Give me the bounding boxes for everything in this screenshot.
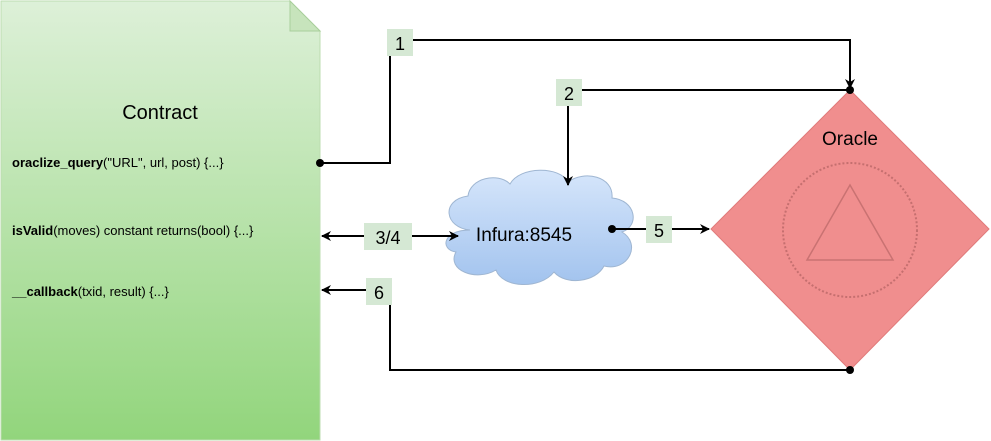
svg-text:2: 2 — [564, 84, 574, 104]
step-label-2: 2 — [556, 79, 582, 106]
connector-step-6 — [321, 285, 850, 371]
step-label-1: 1 — [387, 29, 413, 56]
dot-oracle-top — [846, 86, 854, 94]
method-signature: ("URL", url, post) {...} — [103, 155, 224, 170]
svg-text:3/4: 3/4 — [375, 228, 400, 248]
method-oraclize-query: oraclize_query("URL", url, post) {...} — [12, 155, 224, 170]
triangle-in-circle-icon — [782, 162, 918, 298]
dot-oracle-bottom — [846, 366, 854, 374]
dot-infura-right — [608, 225, 616, 233]
connector-step-1 — [320, 39, 855, 164]
method-signature: (moves) constant returns(bool) {...} — [53, 223, 254, 238]
infura-node: Infura:8545 — [445, 169, 634, 285]
dot-contract-query — [316, 159, 324, 167]
method-name: isValid — [12, 223, 53, 238]
method-name: oraclize_query — [12, 155, 104, 170]
svg-text:5: 5 — [654, 221, 664, 241]
method-is-valid: isValid(moves) constant returns(bool) {.… — [12, 223, 254, 238]
svg-text:1: 1 — [395, 34, 405, 54]
infura-label: Infura:8545 — [476, 225, 572, 246]
step-label-3-4: 3/4 — [364, 223, 412, 250]
step-label-5: 5 — [646, 216, 672, 243]
contract-node: Contract oraclize_query("URL", url, post… — [0, 0, 322, 441]
svg-text:6: 6 — [374, 283, 384, 303]
contract-title: Contract — [122, 102, 198, 124]
step-label-6: 6 — [366, 278, 392, 305]
step-labels: 1 2 3/4 5 6 — [364, 29, 672, 305]
method-callback: __callback(txid, result) {...} — [11, 284, 169, 299]
connection-dots — [316, 86, 854, 374]
oracle-node: Oracle — [710, 89, 990, 371]
oracle-label: Oracle — [822, 129, 878, 150]
method-name: __callback — [11, 284, 79, 299]
method-signature: (txid, result) {...} — [78, 284, 170, 299]
